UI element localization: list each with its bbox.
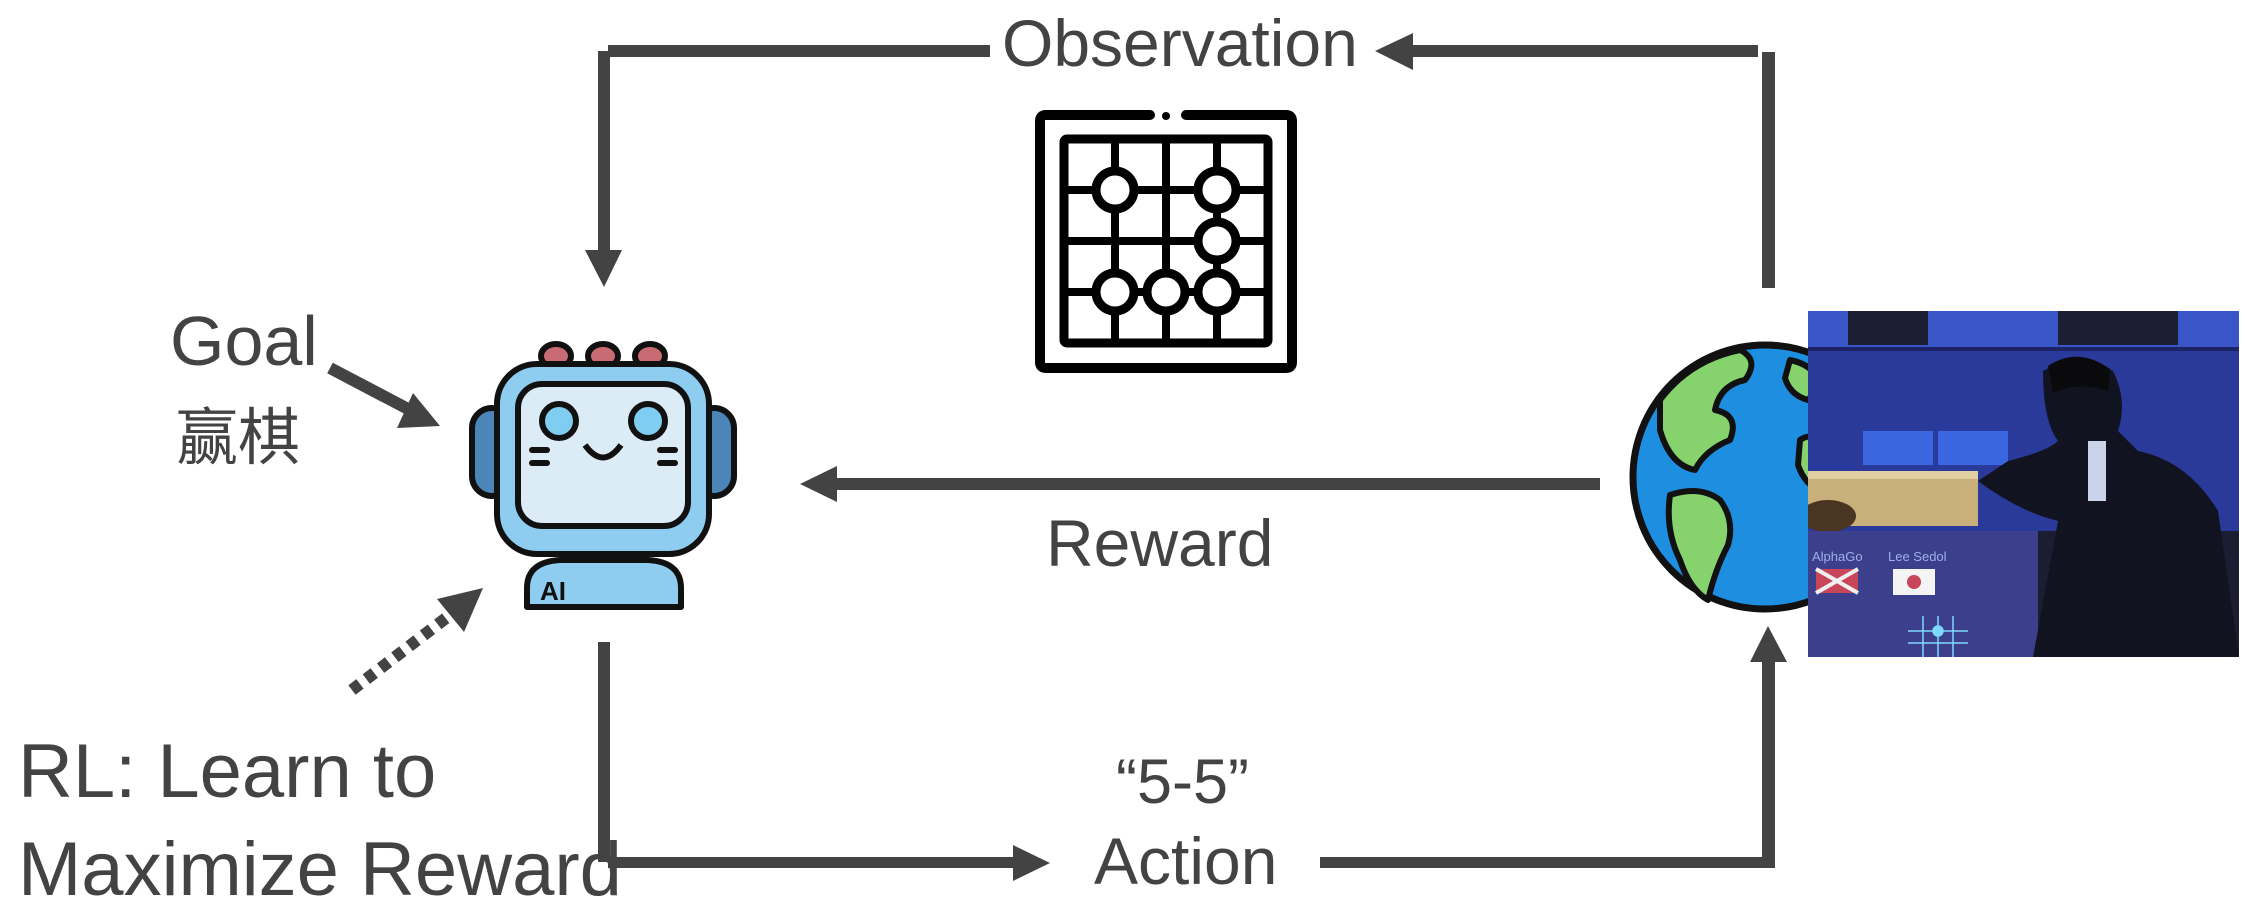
go-match-photo: AlphaGo Lee Sedol [1808,311,2239,657]
photo-caption-left: AlphaGo [1812,549,1863,564]
rl-dotted-arrow-line [348,610,454,695]
action-arrow-bottom-right-segment [1320,857,1775,868]
observation-arrowhead-down [585,250,622,287]
action-value-label: “5-5” [1116,747,1250,817]
go-board-icon [1035,110,1297,373]
reward-label: Reward [1046,506,1274,580]
robot-icon [469,341,737,610]
rl-dotted-arrow [348,588,483,695]
goal-label: Goal [170,302,318,380]
action-arrow-right-segment [1762,662,1775,862]
reward-arrow [800,466,1600,502]
rl-label-line1: RL: Learn to [18,729,437,814]
goal-arrowhead [397,393,440,428]
action-arrowhead [1013,845,1050,881]
action-arrow-left-segment [598,642,610,862]
rl-label-line2: Maximize Reward [18,827,622,912]
action-arrowhead-up [1750,626,1787,662]
rl-dotted-arrowhead [437,588,483,632]
goal-cn-label: 赢棋 [176,404,301,473]
observation-arrow [585,33,1775,288]
reward-arrow-line [836,478,1600,490]
observation-arrow-top-left-segment [608,45,990,57]
action-label: Action [1094,824,1278,898]
observation-arrowhead [1375,33,1413,70]
observation-arrow-top-right-segment [1413,45,1758,57]
action-arrow-bottom-left-segment [608,857,1013,868]
action-arrow [598,626,1787,881]
robot-badge: AI [540,576,566,606]
photo-caption-right: Lee Sedol [1888,549,1947,564]
observation-arrow-left-segment [598,51,610,251]
goal-arrow-line [327,362,413,416]
reward-arrowhead [800,466,837,502]
observation-label: Observation [1002,6,1358,80]
goal-arrow [327,362,440,428]
observation-arrow-right-segment [1762,52,1775,288]
